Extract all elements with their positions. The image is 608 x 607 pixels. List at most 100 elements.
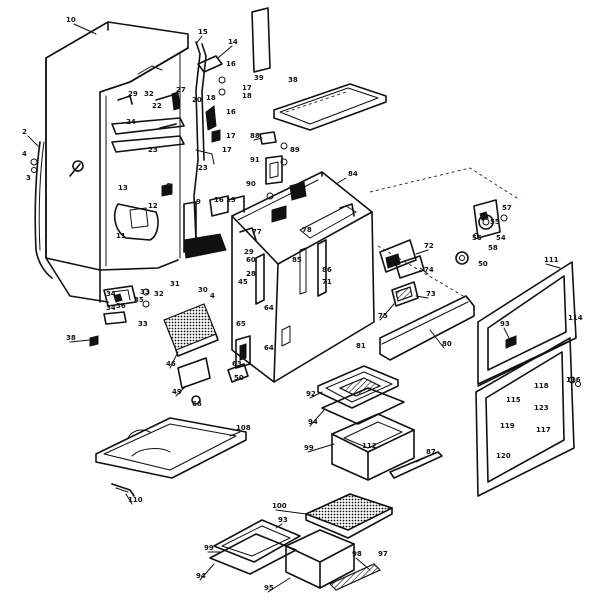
callout-29: 29 — [244, 248, 254, 256]
lower-grille — [163, 303, 219, 357]
crisper-slide — [391, 281, 419, 307]
callout-98: 98 — [352, 550, 362, 558]
fresh-food-door-gasket — [475, 337, 575, 497]
callout-55: 55 — [490, 218, 500, 226]
callout-94: 94 — [308, 418, 318, 426]
callout-97: 97 — [378, 550, 388, 558]
callout-73: 73 — [426, 290, 436, 298]
callout-31: 31 — [170, 280, 180, 288]
callout-56: 56 — [472, 234, 482, 242]
callout-38: 38 — [66, 334, 76, 342]
callout-17: 17 — [242, 84, 252, 92]
callout-18: 18 — [206, 94, 216, 102]
callout-35: 35 — [134, 296, 144, 304]
callout-12: 12 — [148, 202, 158, 210]
callout-117: 117 — [536, 426, 551, 434]
callout-119: 119 — [500, 422, 515, 430]
lower-glass-shelf — [213, 519, 301, 563]
freezer-liner-brackets — [111, 41, 217, 241]
callout-13: 13 — [118, 184, 128, 192]
callout-30: 30 — [198, 286, 208, 294]
control-housing — [259, 131, 288, 200]
callout-14: 14 — [228, 38, 238, 46]
callout-85: 85 — [292, 256, 302, 264]
lower-shelf-frame — [209, 533, 297, 575]
freezer-door-gasket — [477, 261, 577, 385]
callout-17: 17 — [226, 132, 236, 140]
callout-95: 95 — [264, 584, 274, 592]
callout-115: 115 — [506, 396, 521, 404]
callout-87: 87 — [426, 448, 436, 456]
callout-120: 120 — [496, 452, 511, 460]
callout-2: 2 — [22, 128, 27, 136]
callout-22: 22 — [152, 102, 162, 110]
callout-99: 99 — [204, 544, 214, 552]
callout-92: 92 — [306, 390, 316, 398]
shelf-frame — [321, 387, 405, 425]
callout-34: 34 — [106, 290, 116, 298]
freezer-shelf — [273, 83, 387, 131]
callout-88: 88 — [250, 132, 260, 140]
lower-drawer-handle — [328, 563, 382, 591]
callout-11: 11 — [116, 232, 126, 240]
callout-24: 24 — [126, 118, 136, 126]
callout-15: 15 — [198, 28, 208, 36]
callout-33: 33 — [138, 320, 148, 328]
callout-50: 50 — [478, 260, 488, 268]
callout-74: 74 — [424, 266, 434, 274]
evaporator-assembly — [113, 183, 245, 259]
wire-basket — [304, 493, 394, 539]
callout-116: 116 — [566, 376, 581, 384]
callout-9: 9 — [196, 198, 201, 206]
callout-112: 112 — [362, 442, 377, 450]
callout-118: 118 — [534, 382, 549, 390]
callout-64: 64 — [264, 344, 274, 352]
callout-23: 23 — [148, 146, 158, 154]
callout-33: 33 — [140, 288, 150, 296]
callout-81: 81 — [356, 342, 366, 350]
callout-46: 46 — [166, 360, 176, 368]
upper-right-hinge — [473, 199, 508, 239]
callout-28: 28 — [246, 270, 256, 278]
callout-4: 4 — [22, 150, 27, 158]
drain-tube — [30, 141, 53, 279]
callout-123: 123 — [534, 404, 549, 412]
callout-65: 65 — [236, 320, 246, 328]
callout-39: 39 — [254, 74, 264, 82]
leader-lines — [27, 23, 561, 593]
lower-hinge-assembly — [89, 285, 150, 347]
callout-29: 29 — [128, 90, 138, 98]
thermostat-knob-icon — [69, 160, 84, 177]
callout-110: 110 — [128, 496, 143, 504]
crisper-drawer — [331, 413, 415, 481]
callout-32: 32 — [144, 90, 154, 98]
callout-66: 66 — [192, 400, 202, 408]
cabinet-shell — [45, 21, 189, 303]
grille-bracket — [177, 357, 211, 405]
callout-27: 27 — [176, 86, 186, 94]
door-stop — [455, 251, 469, 265]
top-cover-panel — [251, 7, 271, 73]
callout-99: 99 — [304, 444, 314, 452]
callout-19: 19 — [226, 196, 236, 204]
callout-77: 77 — [252, 228, 262, 236]
meat-pan-bracket — [379, 239, 425, 279]
callout-4: 4 — [210, 292, 215, 300]
crisper-front-trim — [379, 295, 475, 361]
callout-71: 71 — [322, 278, 332, 286]
callout-23: 23 — [198, 164, 208, 172]
callout-45: 45 — [238, 278, 248, 286]
lower-crisper-drawer — [285, 529, 355, 589]
callout-32: 32 — [154, 290, 164, 298]
callout-50: 50 — [234, 374, 244, 382]
glass-shelf — [317, 365, 399, 409]
callout-114: 114 — [568, 314, 583, 322]
callout-80: 80 — [442, 340, 452, 348]
callout-89: 89 — [290, 146, 300, 154]
callout-90: 90 — [246, 180, 256, 188]
callout-94: 94 — [196, 572, 206, 580]
crisper-rail — [111, 483, 135, 497]
callout-84: 84 — [348, 170, 358, 178]
callout-64: 64 — [264, 304, 274, 312]
